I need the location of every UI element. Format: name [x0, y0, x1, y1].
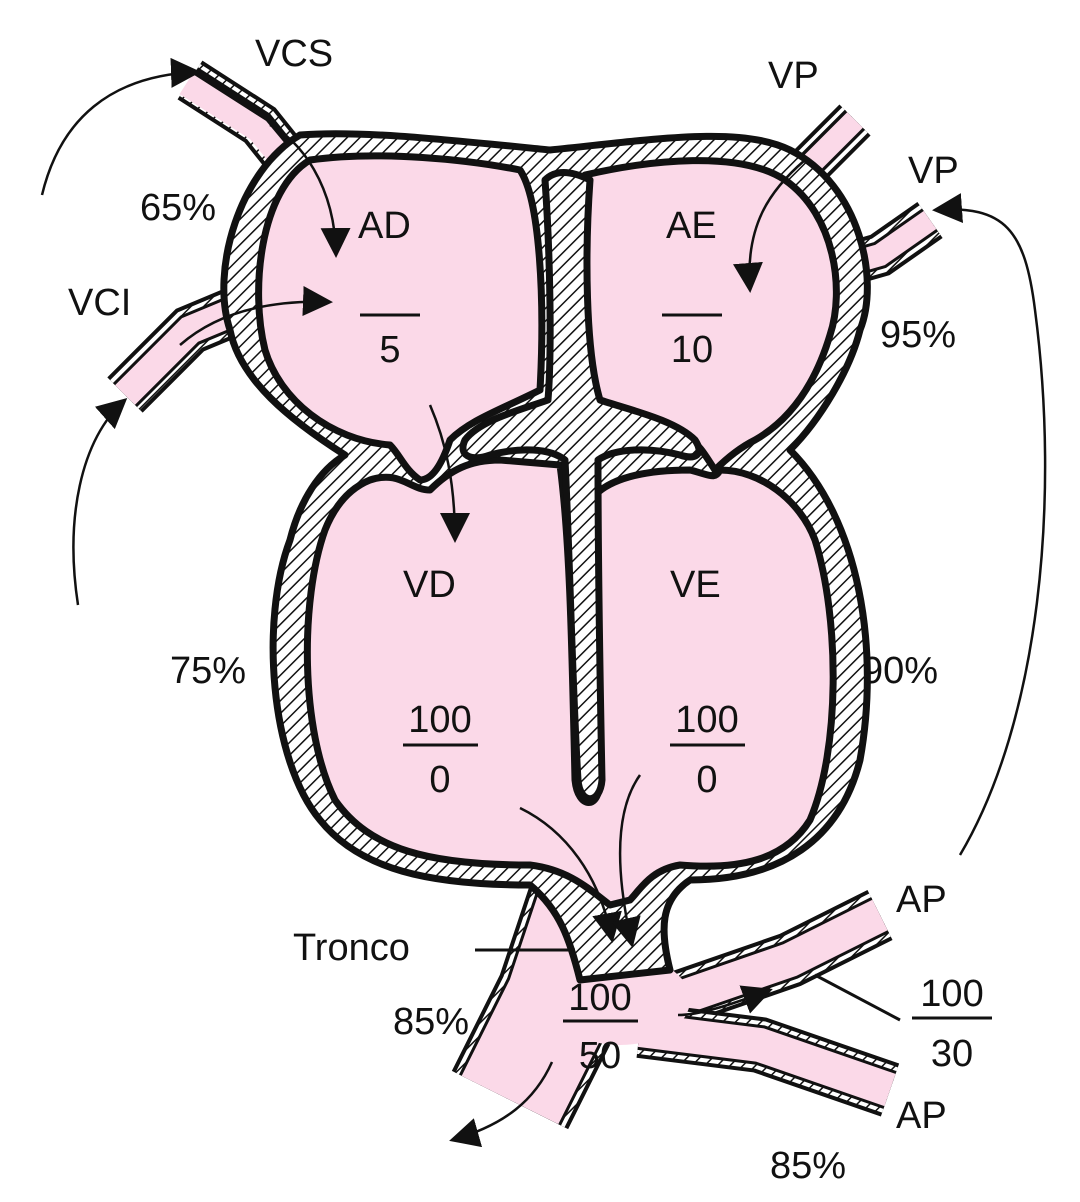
ad-denominator: 5 — [379, 329, 400, 371]
ap-upper-vessel — [650, 889, 893, 1032]
vp-right-label: VP — [908, 150, 959, 192]
vd-numerator: 100 — [408, 699, 471, 741]
vd-label: VD — [403, 564, 456, 606]
ap-denominator: 30 — [931, 1033, 973, 1075]
arrow-trunk-out — [449, 1061, 554, 1148]
ve-numerator: 100 — [675, 699, 738, 741]
labels: VCS VCI VP VP AP AP Tronco 65% 75% 95% 9… — [68, 33, 992, 1187]
arrow-ve-to-trunk — [611, 774, 642, 948]
flow-arrows — [40, 57, 1047, 1148]
heart — [220, 130, 871, 984]
saturation-ap: 85% — [770, 1145, 846, 1187]
vcs-label: VCS — [255, 33, 333, 75]
ve-label: VE — [670, 564, 721, 606]
arrow-vp-to-ae — [732, 159, 806, 293]
arrow-vci-to-ad — [179, 286, 333, 346]
arrow-vd-to-trunk — [519, 806, 622, 943]
arrow-vcs-to-ad — [269, 123, 351, 258]
saturation-trunk: 85% — [393, 1001, 469, 1043]
ae-label: AE — [666, 205, 717, 247]
vp-top-label: VP — [768, 55, 819, 97]
saturation-ve-side: 90% — [862, 650, 938, 692]
saturation-vd-side: 75% — [170, 650, 246, 692]
ap-bottom-label: AP — [896, 1095, 947, 1137]
ap-numerator: 100 — [920, 973, 983, 1015]
vd-denominator: 0 — [429, 759, 450, 801]
interventricular-septum — [459, 169, 703, 803]
tronco-label: Tronco — [293, 927, 410, 969]
arrow-trunk-to-ap — [677, 985, 773, 1017]
arrow-vcs-return — [40, 57, 201, 196]
ap-pointer-line — [814, 973, 901, 1022]
ve-denominator: 0 — [696, 759, 717, 801]
arrow-vci-return — [72, 398, 128, 606]
ap-top-label: AP — [896, 879, 947, 921]
trunk-denominator: 50 — [579, 1035, 621, 1077]
vci-label: VCI — [68, 282, 131, 324]
ap-lower-vessel — [636, 1002, 900, 1117]
arrow-ad-to-vd — [428, 404, 470, 543]
ad-label: AD — [358, 205, 411, 247]
arrow-ap-to-vp — [932, 193, 1047, 856]
saturation-vcs: 65% — [140, 187, 216, 229]
ae-denominator: 10 — [671, 329, 713, 371]
saturation-vp: 95% — [880, 314, 956, 356]
trunk-numerator: 100 — [568, 977, 631, 1019]
